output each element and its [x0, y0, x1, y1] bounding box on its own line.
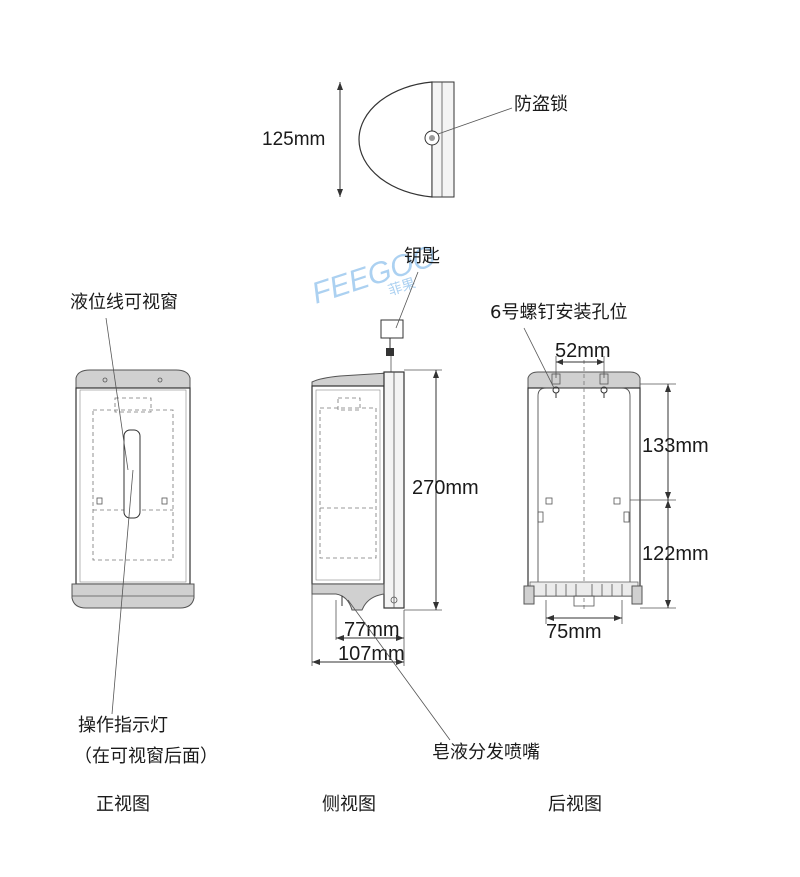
leader-indicator — [111, 469, 134, 715]
dim-52mm: 52mm — [555, 340, 611, 362]
label-lock: 防盗锁 — [514, 94, 568, 115]
arrow-up-icon — [337, 82, 343, 90]
leader-lock — [437, 107, 513, 135]
title-side-view: 侧视图 — [322, 794, 376, 815]
leader-window — [105, 317, 129, 471]
label-window: 液位线可视窗 — [70, 292, 178, 313]
dim-125mm: 125mm — [262, 129, 325, 150]
title-back-view: 后视图 — [548, 794, 602, 815]
dim-107mm: 107mm — [338, 643, 405, 665]
dim-75mm: 75mm — [546, 621, 602, 643]
label-key: 钥匙 — [404, 246, 440, 267]
arrow-down-icon — [337, 189, 343, 197]
side-bottle-outline — [319, 407, 377, 559]
label-screw: 6号螺钉安装孔位 — [490, 302, 627, 323]
leader-screw — [523, 327, 555, 389]
back-inner-panel — [537, 387, 631, 587]
side-view: 钥匙 270mm 77mm 107mm — [311, 246, 540, 815]
title-front-view: 正视图 — [96, 794, 150, 815]
label-nozzle: 皂液分发喷嘴 — [432, 742, 540, 763]
label-indicator: 操作指示灯 — [78, 715, 168, 736]
leader-nozzle — [347, 599, 451, 741]
key-icon — [380, 319, 404, 339]
dim-122mm: 122mm — [642, 543, 709, 565]
front-view: 液位线可视窗 操作指示灯 （在可视窗后面） 正视图 — [70, 292, 218, 815]
label-indicator-note: （在可视窗后面） — [74, 746, 218, 767]
top-view: 125mm 防盗锁 — [262, 81, 568, 198]
back-plate — [527, 387, 641, 597]
back-view: 6号螺钉安装孔位 52mm 133mm 122mm 75mm 后视图 — [490, 302, 709, 815]
front-top-cap — [75, 369, 191, 389]
screw-hole-icon — [600, 386, 608, 398]
dim-77mm: 77mm — [344, 619, 400, 641]
front-level-window — [123, 429, 141, 519]
top-dome — [358, 81, 433, 198]
leader-key — [395, 271, 419, 329]
dim-133mm: 133mm — [642, 435, 709, 457]
dim-270mm: 270mm — [412, 477, 479, 499]
side-body — [311, 385, 385, 585]
front-bottle-outline — [92, 409, 174, 561]
side-nozzle-base — [311, 583, 385, 611]
